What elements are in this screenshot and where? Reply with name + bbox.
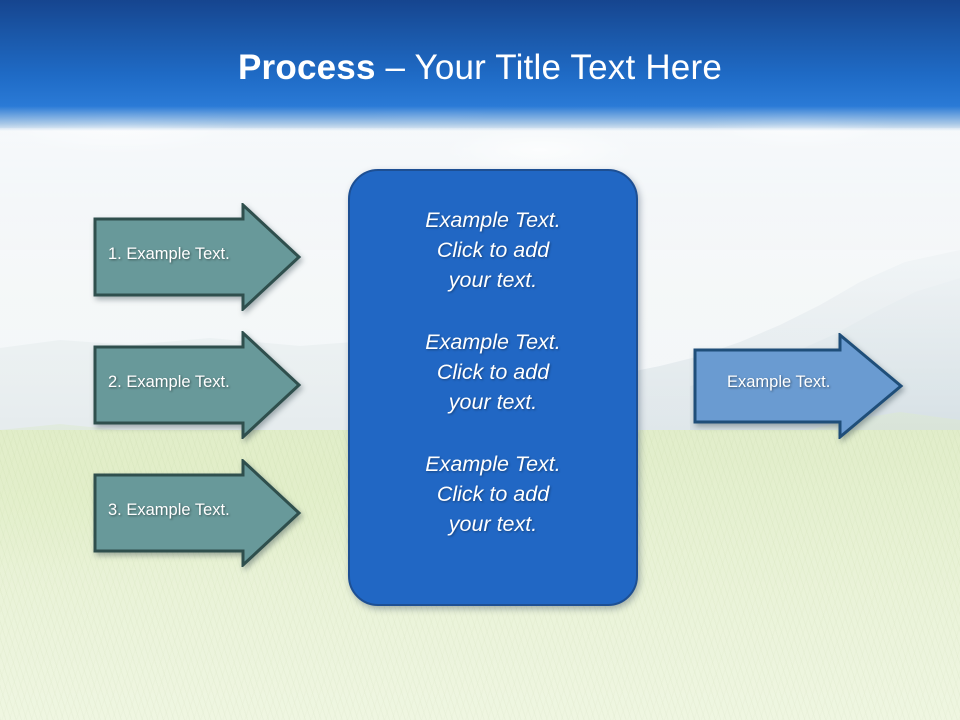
left-arrow-1[interactable] [93,203,303,311]
title-regular-part: – Your Title Text Here [375,48,722,87]
left-arrow-3[interactable] [93,459,303,567]
center-paragraph-2-line-2: Click to add [436,360,550,384]
center-paragraph-3-line-3: your text. [448,512,538,536]
page-title: Process – Your Title Text Here [0,48,960,88]
center-paragraph-1-line-2: Click to add [436,238,550,262]
center-paragraph-3: Example Text. Click to add your text. [378,449,608,539]
title-bold-part: Process [238,48,376,87]
center-paragraph-2-line-1: Example Text. [425,330,561,354]
center-paragraph-1-line-3: your text. [448,268,538,292]
right-arrow[interactable] [693,333,905,439]
center-content-box[interactable]: Example Text. Click to add your text. Ex… [348,169,638,606]
center-paragraph-1: Example Text. Click to add your text. [378,205,608,295]
title-band [0,0,960,131]
left-arrow-2[interactable] [93,331,303,439]
center-paragraph-3-line-1: Example Text. [425,452,561,476]
center-paragraph-1-line-1: Example Text. [425,208,561,232]
center-paragraph-2: Example Text. Click to add your text. [378,327,608,417]
center-paragraph-3-line-2: Click to add [436,482,550,506]
center-paragraph-2-line-3: your text. [448,390,538,414]
